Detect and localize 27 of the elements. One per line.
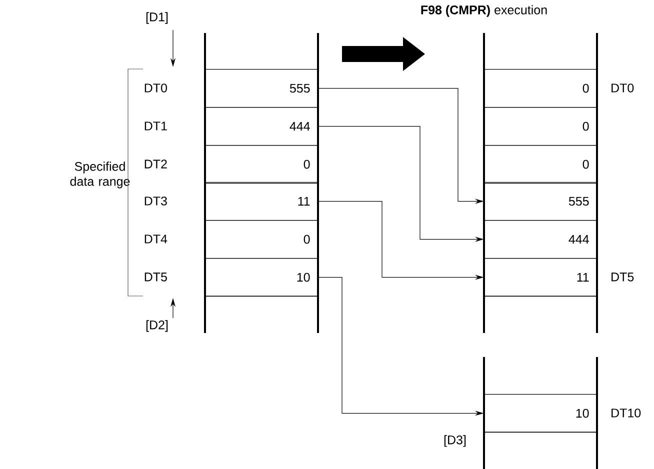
address-label: DT0: [612, 84, 634, 92]
memory-cell: 11: [205, 182, 319, 221]
memory-cell: 555: [205, 69, 319, 108]
memory-cell: 444: [484, 220, 598, 259]
memory-cell: 555: [484, 182, 598, 221]
memory-cell: 0: [484, 145, 598, 184]
pointer-label: [D1]: [146, 12, 168, 24]
memory-cell: 444: [205, 107, 319, 146]
range-label: Specified data range: [70, 162, 130, 188]
pointer-label: [D2]: [146, 320, 168, 332]
address-label: DT1: [144, 122, 167, 130]
memory-cell: 0: [484, 69, 598, 108]
address-label: DT3: [144, 196, 167, 206]
address-label: DT0: [144, 84, 167, 92]
address-label: DT5: [612, 272, 634, 282]
address-label: DT10: [612, 408, 641, 418]
memory-cell: 10: [205, 258, 319, 297]
pointer-label: [D3]: [444, 435, 466, 447]
memory-cell: 11: [484, 258, 598, 297]
memory-cell: 10: [484, 394, 598, 433]
memory-cell: 0: [205, 145, 319, 184]
address-label: DT4: [144, 234, 168, 244]
memory-cell: 0: [205, 220, 319, 259]
memory-cell: 0: [484, 107, 598, 146]
address-label: DT2: [144, 160, 167, 168]
address-label: DT5: [144, 272, 167, 282]
heading: F98 (CMPR) execution: [421, 5, 547, 17]
